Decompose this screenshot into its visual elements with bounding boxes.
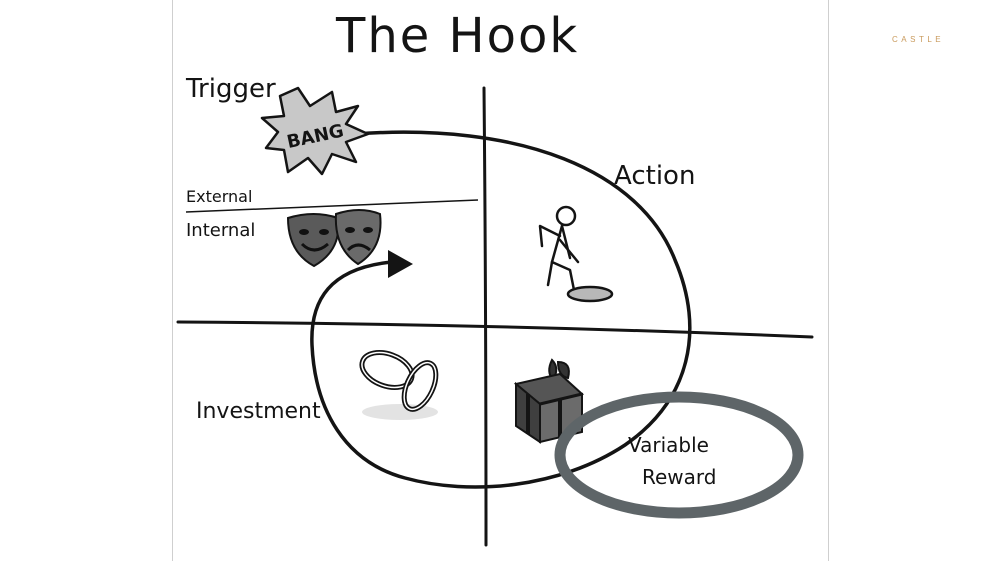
horizontal-axis — [176, 320, 814, 339]
loop-arrowhead — [388, 250, 413, 278]
slide-canvas — [172, 0, 829, 561]
interlocked-rings-icon — [359, 350, 439, 420]
variable-reward-highlight-ring — [554, 391, 804, 519]
internal-trigger-label: Internal — [186, 220, 255, 241]
external-trigger-label: External — [186, 187, 252, 206]
variable-reward-label-line2: Reward — [642, 465, 716, 489]
bang-burst-icon: BANG — [260, 86, 370, 176]
variable-reward-label-line1: Variable — [628, 433, 709, 457]
vertical-axis — [482, 86, 488, 547]
trigger-divider-line — [185, 199, 479, 213]
action-label: Action — [614, 161, 695, 191]
theatre-masks-icon — [286, 209, 382, 268]
hook-loop-curve — [310, 130, 692, 489]
investment-label: Investment — [196, 399, 321, 424]
person-pushing-icon — [538, 205, 614, 303]
brand-logo-text: CASTLE — [892, 35, 944, 44]
gift-box-icon — [513, 358, 585, 444]
diagram-title: The Hook — [335, 8, 579, 64]
trigger-label: Trigger — [185, 74, 276, 104]
